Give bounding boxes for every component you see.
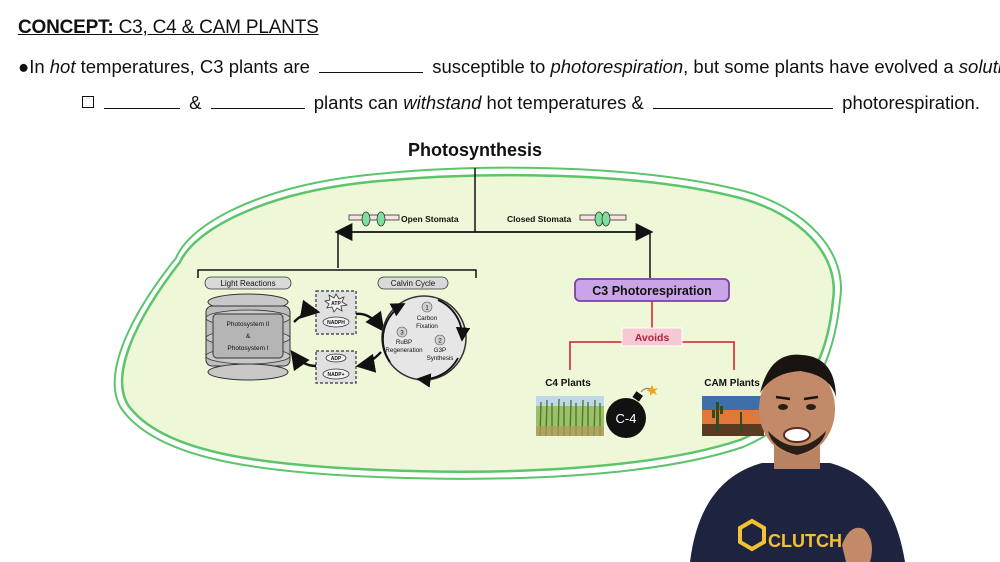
light-reactions-pill — [204, 276, 292, 290]
light-reactions-label: Light Reactions — [220, 279, 275, 288]
avoids-label: Avoids — [635, 332, 670, 344]
step3-number: 3 — [400, 331, 404, 337]
line1-text-d: , but some plants have evolved a — [683, 56, 959, 77]
c4-bomb-label: C-4 — [616, 411, 637, 426]
step3-badge — [396, 326, 408, 338]
diagram-title: Photosynthesis — [408, 140, 542, 160]
line2-text-b: hot temperatures & — [481, 92, 644, 113]
nadp-label: NADP+ — [327, 372, 344, 378]
step2-line2: Synthesis — [427, 355, 454, 362]
closed-stomata-icon — [579, 211, 627, 227]
atp-to-calvin-arrow — [355, 310, 385, 332]
light-calvin-bracket — [197, 269, 477, 278]
line2-amp: & — [189, 92, 202, 113]
line1-photorespiration: photorespiration — [550, 56, 684, 77]
calvin-arrow-3 — [382, 303, 406, 363]
nadph-label: NADPH — [327, 320, 345, 326]
adp-oval — [325, 353, 347, 363]
nadph-oval — [322, 316, 350, 328]
atp-starburst-icon — [324, 293, 349, 313]
photosystem-amp-label: & — [246, 333, 251, 340]
calvin-arrow-2 — [416, 357, 459, 388]
step1-line2: Fixation — [416, 323, 438, 330]
thylakoid-stack — [205, 293, 291, 381]
cam-desert-image — [702, 396, 764, 436]
line1-solution: solution. — [958, 56, 1000, 77]
photosystem-ii-label: Photosystem II — [227, 321, 270, 328]
concept-heading: CONCEPT: C3, C4 & CAM PLANTS — [18, 17, 319, 39]
concept-label: CONCEPT: — [18, 17, 114, 38]
step1-number: 1 — [425, 306, 429, 312]
photosystem-i-label: Photosystem I — [227, 345, 268, 352]
c4-plants-label: C4 Plants — [545, 378, 591, 389]
atp-label: ATP — [331, 301, 341, 307]
calvin-to-adp-arrow — [355, 351, 382, 373]
open-stomata-label: Open Stomata — [401, 214, 459, 224]
line1-text-b: temperatures, C3 plants are — [75, 56, 310, 77]
c4-corn-field-image — [536, 396, 604, 437]
bullet-marker: ● — [18, 56, 30, 77]
calvin-arrow-1 — [437, 299, 471, 342]
checkbox-icon — [82, 96, 94, 108]
presenter-figure — [690, 354, 905, 562]
c4-bomb-icon — [606, 385, 658, 438]
line2-text-a: plants can — [313, 92, 404, 113]
step2-line1: G3P — [434, 347, 446, 354]
bullet-line-1: ●In hot temperatures, C3 plants are susc… — [18, 56, 1000, 78]
step1-line1: Carbon — [417, 315, 438, 322]
blank-field-1[interactable] — [319, 56, 424, 73]
avoids-box — [621, 327, 683, 347]
concept-title: C3, C4 & CAM PLANTS — [113, 17, 319, 38]
line2-text-c: photorespiration. — [842, 92, 980, 113]
cam-plants-label: CAM Plants — [704, 378, 760, 389]
presenter-video-overlay: CLUTCH — [690, 354, 905, 562]
presenter-shirt-text: CLUTCH — [768, 531, 842, 551]
light-to-atp-arrow — [293, 299, 321, 323]
line2-withstand: withstand — [403, 92, 482, 113]
blank-field-3[interactable] — [210, 92, 305, 109]
step3-line2: Regeneration — [385, 347, 423, 354]
step1-badge — [421, 301, 433, 313]
line1-text-a: In — [29, 56, 50, 77]
adp-label: ADP — [331, 356, 342, 362]
open-stomata-icon — [348, 211, 400, 227]
step2-number: 2 — [438, 339, 442, 345]
blank-field-2[interactable] — [104, 92, 180, 109]
nadp-oval — [322, 368, 350, 380]
step3-line1: RuBP — [396, 339, 412, 346]
step2-badge — [434, 334, 446, 346]
calvin-cycle-pill — [377, 276, 449, 290]
closed-stomata-label: Closed Stomata — [507, 214, 572, 224]
c3-photorespiration-label: C3 Photorespiration — [592, 284, 711, 298]
bullet-line-2: & plants can withstand hot temperatures … — [82, 92, 980, 114]
blank-field-4[interactable] — [653, 92, 834, 109]
adp-to-light-arrow — [290, 350, 317, 372]
calvin-cycle-label: Calvin Cycle — [391, 279, 436, 288]
line1-hot: hot — [49, 56, 76, 77]
line1-text-c: susceptible to — [432, 56, 551, 77]
